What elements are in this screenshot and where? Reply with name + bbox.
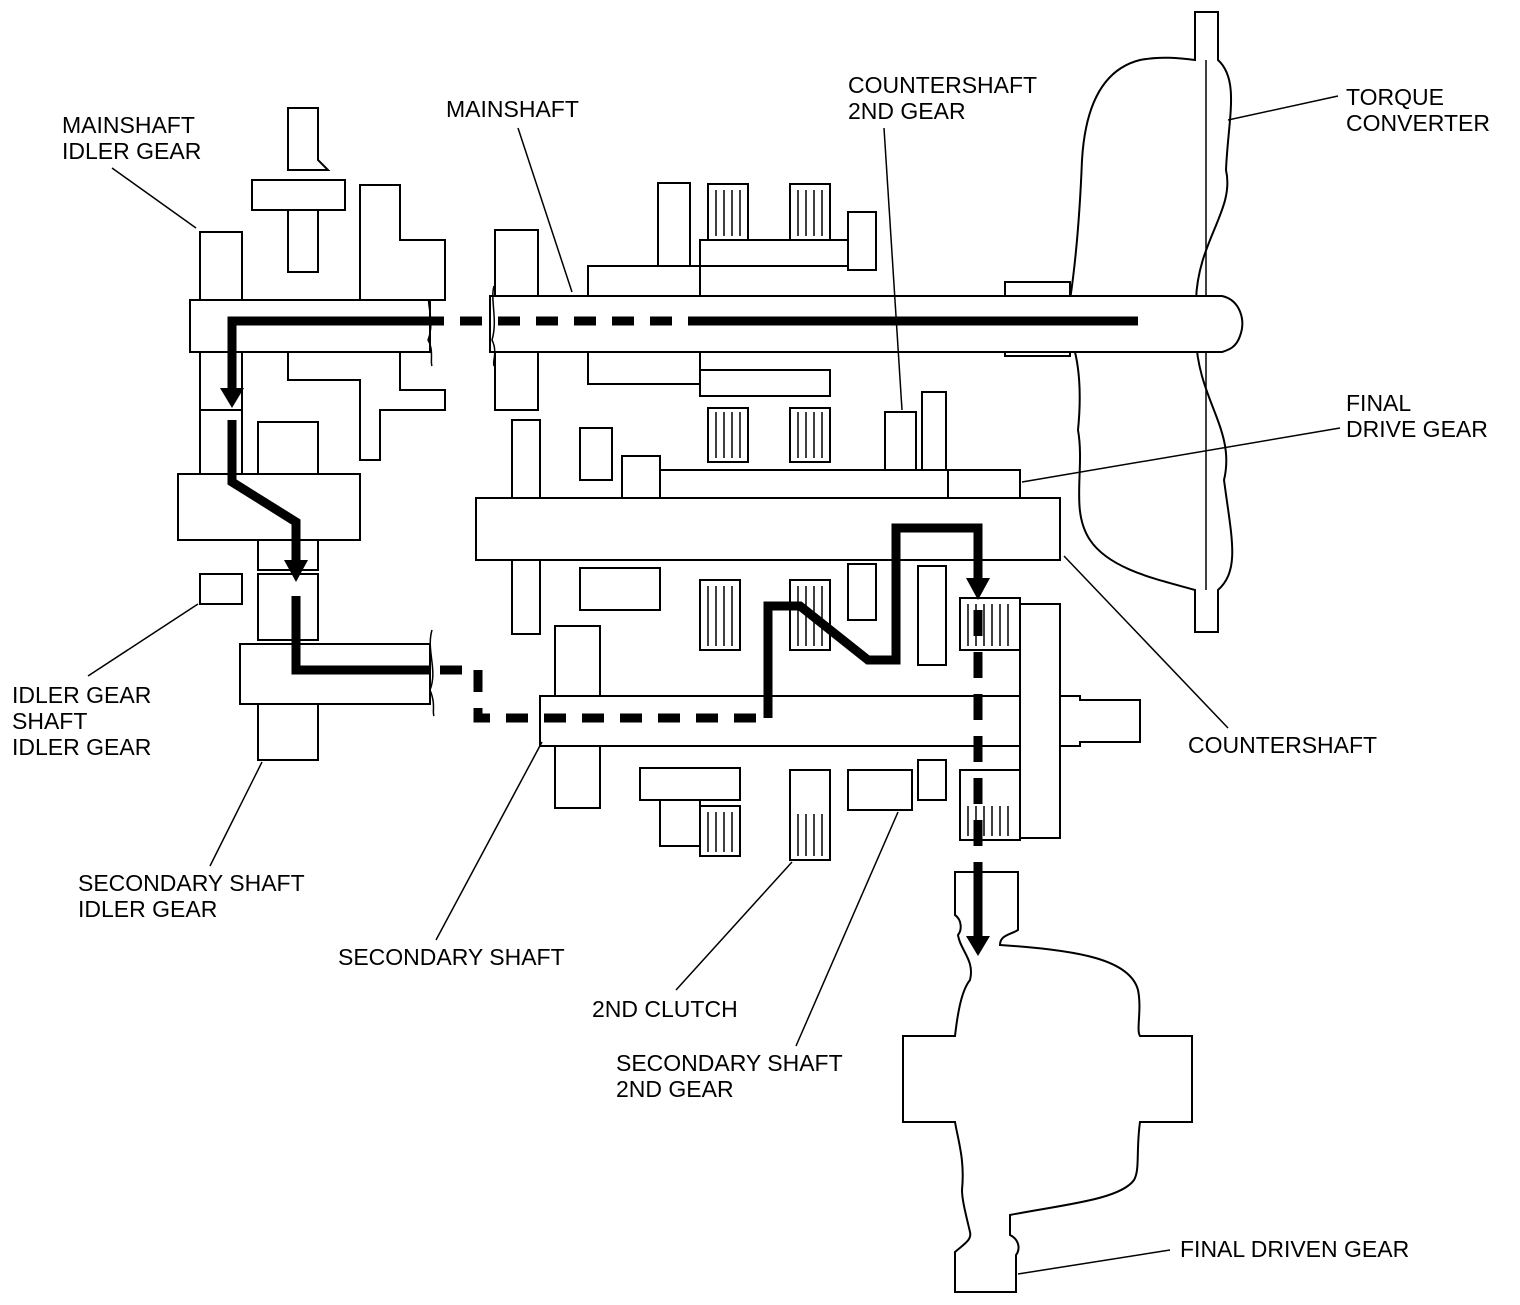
label-line: 2ND GEAR	[616, 1076, 734, 1102]
leader-secondary-shaft-2nd-gear	[795, 811, 899, 1047]
leader-mainshaft-idler-gear	[111, 167, 197, 229]
label-line: DRIVE GEAR	[1346, 416, 1488, 442]
countershaft	[475, 419, 1061, 666]
label-line: CONVERTER	[1346, 110, 1490, 136]
label-line: 2ND CLUTCH	[592, 996, 738, 1022]
leader-final-driven-gear	[1017, 1249, 1171, 1275]
power-flow-path	[220, 316, 1138, 956]
leader-countershaft-2nd-gear	[883, 127, 903, 411]
label-secondary-shaft: SECONDARY SHAFT	[338, 944, 565, 970]
differential	[902, 871, 1193, 1293]
secondary-shaft	[239, 603, 1141, 861]
label-line: IDLER GEAR	[12, 682, 152, 708]
label-line: SECONDARY SHAFT	[338, 944, 565, 970]
label-line: IDLER GEAR	[12, 734, 152, 760]
label-countershaft-2nd-gear: COUNTERSHAFT 2ND GEAR	[848, 72, 1037, 124]
leader-countershaft	[1063, 555, 1229, 729]
label-secondary-shaft-idler-gear: SECONDARY SHAFT IDLER GEAR	[78, 870, 305, 922]
label-line: 2ND GEAR	[848, 98, 966, 124]
leader-final-drive-gear	[1021, 427, 1341, 483]
label-line: FINAL DRIVEN GEAR	[1180, 1236, 1410, 1262]
mainshaft-gear-pack	[494, 182, 947, 481]
label-secondary-shaft-2nd-gear: SECONDARY SHAFT 2ND GEAR	[616, 1050, 843, 1102]
leader-torque-converter	[1227, 95, 1339, 121]
label-countershaft: COUNTERSHAFT	[1188, 732, 1377, 758]
label-line: TORQUE	[1346, 84, 1444, 110]
label-line: COUNTERSHAFT	[848, 72, 1038, 98]
label-final-drive-gear: FINAL DRIVE GEAR	[1346, 390, 1488, 442]
idler-gear-shaft	[177, 409, 361, 641]
label-final-driven-gear: FINAL DRIVEN GEAR	[1180, 1236, 1409, 1262]
leader-secondary-shaft-idler-gear	[209, 761, 263, 867]
label-line: SECONDARY SHAFT	[616, 1050, 843, 1076]
mainshaft-idler-gear	[199, 107, 446, 461]
label-mainshaft-idler-gear: MAINSHAFT IDLER GEAR	[62, 112, 201, 164]
label-line: MAINSHAFT	[62, 112, 195, 138]
leader-lines	[87, 95, 1341, 1275]
label-line: IDLER GEAR	[62, 138, 202, 164]
label-line: COUNTERSHAFT	[1188, 732, 1378, 758]
label-line: FINAL	[1346, 390, 1412, 416]
label-line: SHAFT	[12, 708, 88, 734]
label-line: IDLER GEAR	[78, 896, 218, 922]
label-line: MAINSHAFT	[446, 96, 579, 122]
label-mainshaft: MAINSHAFT	[446, 96, 579, 122]
label-idler-gear-shaft-idler-gear: IDLER GEAR SHAFT IDLER GEAR	[12, 682, 151, 760]
label-torque-converter: TORQUE CONVERTER	[1346, 84, 1490, 136]
leader-secondary-shaft	[435, 741, 543, 941]
label-line: SECONDARY SHAFT	[78, 870, 305, 896]
leader-idler-gear-shaft-idler-gear	[87, 603, 199, 677]
leader-2nd-clutch	[675, 861, 793, 991]
label-2nd-clutch: 2ND CLUTCH	[592, 996, 738, 1022]
leader-mainshaft	[517, 127, 573, 293]
